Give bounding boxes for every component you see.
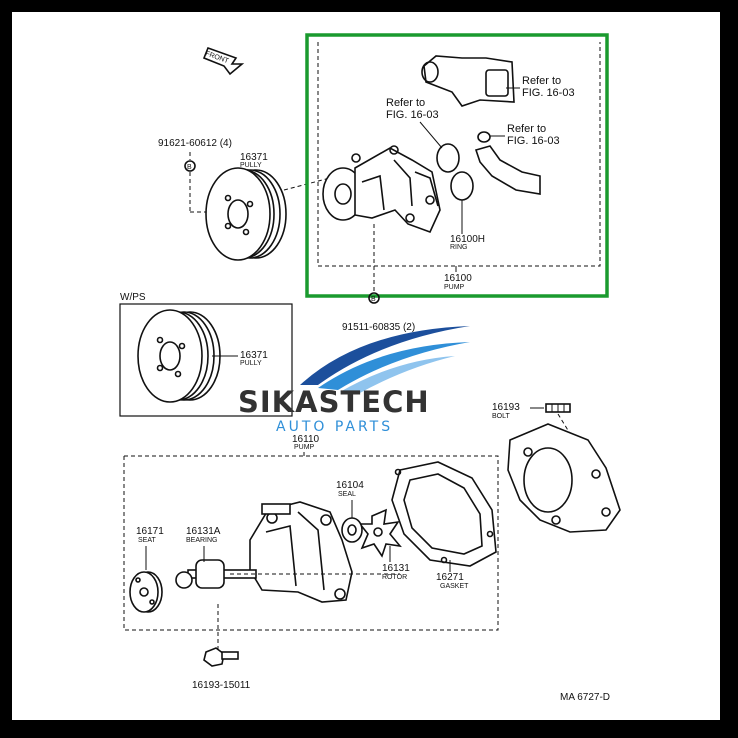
- pump-cover-drawing: [507, 423, 621, 533]
- refer-2-line2: FIG. 16-03: [522, 87, 575, 99]
- refer-3-line2: FIG. 16-03: [507, 135, 560, 147]
- pully-wps-number: 16371: [240, 350, 268, 361]
- brand-tagline: AUTO PARTS: [276, 419, 393, 435]
- bearing-number: 16131A: [186, 526, 221, 537]
- refer-1-line1: Refer to: [386, 97, 425, 109]
- brand-name: SIKASTECH: [238, 385, 430, 419]
- bolt-right-name: BOLT: [492, 413, 510, 420]
- pully-top-name: PULLY: [240, 162, 262, 169]
- pump-top-number: 16100: [444, 273, 472, 284]
- stud-bolt-drawing: [545, 403, 571, 413]
- circled-b-marker-top: B: [184, 160, 196, 172]
- seat-name: SEAT: [138, 537, 156, 544]
- diagram-canvas: FRONT 91621-60612 (4) B 16371 PULLY: [12, 12, 720, 720]
- bolt-right-number: 16193: [492, 402, 520, 413]
- bearing-name: BEARING: [186, 537, 218, 544]
- gasket-number: 16271: [436, 572, 464, 583]
- pump-top-name: PUMP: [444, 284, 465, 291]
- water-pump-top-drawing: [322, 145, 441, 234]
- svg-text:B: B: [187, 164, 192, 171]
- refer-2-line1: Refer to: [522, 75, 561, 87]
- rotor-drawing: [358, 508, 402, 558]
- refer-3-line1: Refer to: [507, 123, 546, 135]
- svg-text:B: B: [371, 296, 376, 303]
- seal-number: 16104: [336, 480, 364, 491]
- pump-bottom-name: PUMP: [294, 444, 315, 451]
- bolt-bottom-label: 16193-15011: [192, 680, 251, 691]
- seat-drawing: [129, 571, 163, 613]
- highlight-box: [305, 33, 609, 298]
- refer-1-line2: FIG. 16-03: [386, 109, 439, 121]
- pulley-top-drawing: [205, 167, 287, 261]
- rotor-name: ROTOR: [382, 574, 407, 581]
- wps-label: W/PS: [120, 292, 146, 303]
- ring-lower: [450, 171, 474, 201]
- pump-exploded-diagram: FRONT 91621-60612 (4) B 16371 PULLY: [119, 33, 621, 703]
- bolt-mid-label: 91511-60835 (2): [342, 322, 415, 333]
- figure-code: MA 6727-D: [560, 692, 610, 703]
- water-pipe-drawing: [474, 145, 541, 195]
- sikastech-logo: [300, 326, 470, 394]
- bolt-bottom-drawing: [203, 647, 239, 667]
- circled-b-marker-mid: B: [368, 292, 380, 304]
- rotor-number: 16131: [382, 563, 410, 574]
- pully-wps-name: PULLY: [240, 360, 262, 367]
- water-inlet-housing-drawing: [421, 55, 515, 107]
- ring-number: 16100H: [450, 234, 485, 245]
- gasket-name: GASKET: [440, 583, 469, 590]
- wps-box: [119, 303, 293, 417]
- bolt-top-label: 91621-60612 (4): [158, 138, 232, 149]
- ring-name: RING: [450, 244, 468, 251]
- pump-bottom-number: 16110: [292, 434, 320, 445]
- seat-number: 16171: [136, 526, 164, 537]
- bearing-drawing: [175, 559, 257, 589]
- ring-upper: [436, 143, 460, 173]
- gasket-drawing: [391, 461, 497, 567]
- ring-small: [477, 131, 491, 143]
- seal-name: SEAL: [338, 491, 356, 498]
- water-pump-body-drawing: [249, 501, 353, 603]
- pully-top-number: 16371: [240, 152, 268, 163]
- front-arrow-icon: [202, 46, 245, 76]
- pulley-wps-drawing: [137, 309, 221, 403]
- seal-drawing: [341, 517, 363, 543]
